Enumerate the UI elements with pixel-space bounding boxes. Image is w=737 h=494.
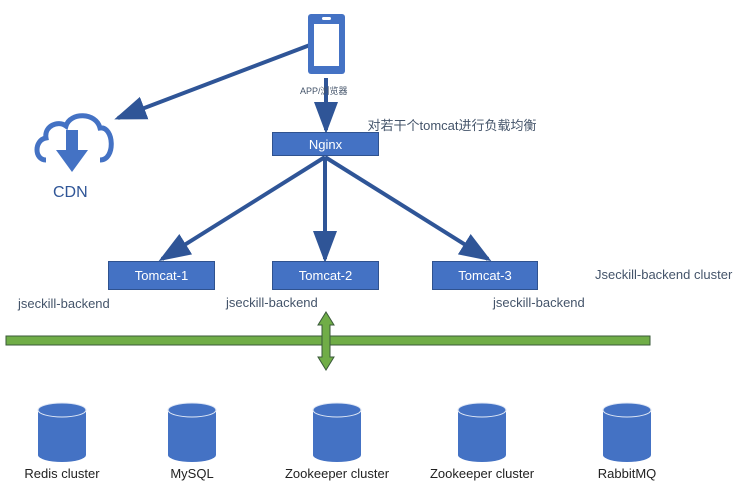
nginx-to-tomcat3-arrow — [323, 155, 492, 262]
cloud-download-icon — [34, 113, 114, 163]
datastore-label: Zookeeper cluster — [429, 466, 535, 481]
tomcat-2-box[interactable]: Tomcat-2 — [272, 261, 379, 290]
tomcat-3-box[interactable]: Tomcat-3 — [432, 261, 538, 290]
database-icon[interactable] — [312, 402, 362, 462]
datastore-label: Zookeeper cluster — [284, 466, 390, 481]
client-to-cdn-arrow — [114, 43, 311, 120]
tomcat-3-app-label: jseckill-backend — [493, 295, 585, 310]
cdn-label: CDN — [53, 184, 88, 201]
client-label: APP/浏览器 — [300, 86, 348, 96]
nginx-box[interactable]: Nginx — [272, 132, 379, 156]
datastore-label: RabbitMQ — [597, 466, 657, 481]
database-icon[interactable] — [457, 402, 507, 462]
tomcat-2-app-label: jseckill-backend — [226, 295, 318, 310]
nginx-to-tomcat1-arrow — [158, 155, 327, 262]
mobile-phone-icon — [308, 14, 345, 74]
database-icon[interactable] — [167, 402, 217, 462]
cluster-label: Jseckill-backend cluster — [595, 267, 733, 282]
datastore-label: MySQL — [170, 466, 214, 481]
tomcat-1-app-label: jseckill-backend — [18, 296, 110, 311]
datastore-label: Redis cluster — [24, 466, 100, 481]
bidirectional-arrow-icon — [317, 311, 335, 371]
nginx-note: 对若干个tomcat进行负载均衡 — [367, 118, 537, 133]
database-icon[interactable] — [602, 402, 652, 462]
tomcat-1-box[interactable]: Tomcat-1 — [108, 261, 215, 290]
download-arrow-icon — [56, 130, 88, 172]
database-icon[interactable] — [37, 402, 87, 462]
